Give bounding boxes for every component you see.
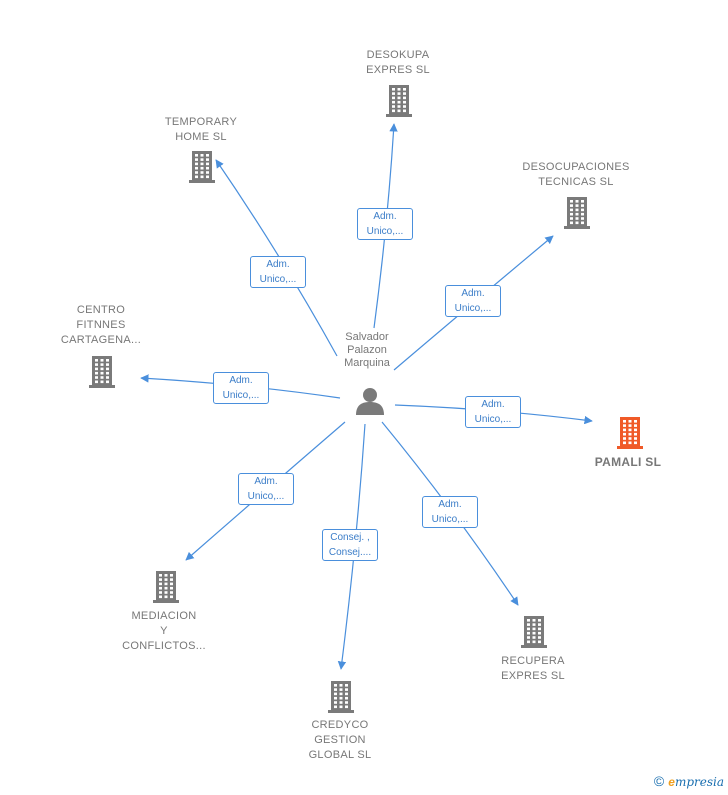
role-label-pamali[interactable]: Adm. Unico,... <box>465 396 521 428</box>
building-icon[interactable] <box>562 196 592 235</box>
role-label-desocupaciones[interactable]: Adm. Unico,... <box>445 285 501 317</box>
role-label-desokupa[interactable]: Adm. Unico,... <box>357 208 413 240</box>
person-icon <box>356 388 384 415</box>
role-label-recupera[interactable]: Adm. Unico,... <box>422 496 478 528</box>
company-name-mediacion[interactable]: MEDIACION Y CONFLICTOS... <box>122 610 206 652</box>
role-label-mediacion[interactable]: Adm. Unico,... <box>238 473 294 505</box>
brand-name: mpresia <box>674 775 724 789</box>
building-icon[interactable] <box>615 416 645 455</box>
brand-initial: e <box>668 775 675 789</box>
copyright-symbol: © <box>653 773 665 789</box>
building-icon[interactable] <box>151 570 181 609</box>
building-icon[interactable] <box>87 355 117 394</box>
role-label-credyco[interactable]: Consej. , Consej.... <box>322 529 378 561</box>
building-icon[interactable] <box>519 615 549 654</box>
role-label-centro[interactable]: Adm. Unico,... <box>213 372 269 404</box>
company-name-desokupa[interactable]: DESOKUPA EXPRES SL <box>366 49 430 76</box>
company-name-recupera[interactable]: RECUPERA EXPRES SL <box>501 655 565 682</box>
company-name-temporary[interactable]: TEMPORARY HOME SL <box>164 116 238 143</box>
role-label-temporary[interactable]: Adm. Unico,... <box>250 256 306 288</box>
footer-brand: ©empresia <box>654 773 724 789</box>
person-name[interactable]: Salvador Palazon Marquina <box>344 331 390 369</box>
building-icon[interactable] <box>326 680 356 719</box>
company-name-pamali[interactable]: PAMALI SL <box>594 455 662 469</box>
building-icon[interactable] <box>187 150 217 189</box>
company-name-centro[interactable]: CENTRO FITNNES CARTAGENA... <box>60 304 142 346</box>
company-name-desocupaciones[interactable]: DESOCUPACIONES TECNICAS SL <box>522 161 630 188</box>
person-node[interactable] <box>353 386 387 416</box>
building-icon[interactable] <box>384 84 414 123</box>
company-name-credyco[interactable]: CREDYCO GESTION GLOBAL SL <box>308 719 372 761</box>
